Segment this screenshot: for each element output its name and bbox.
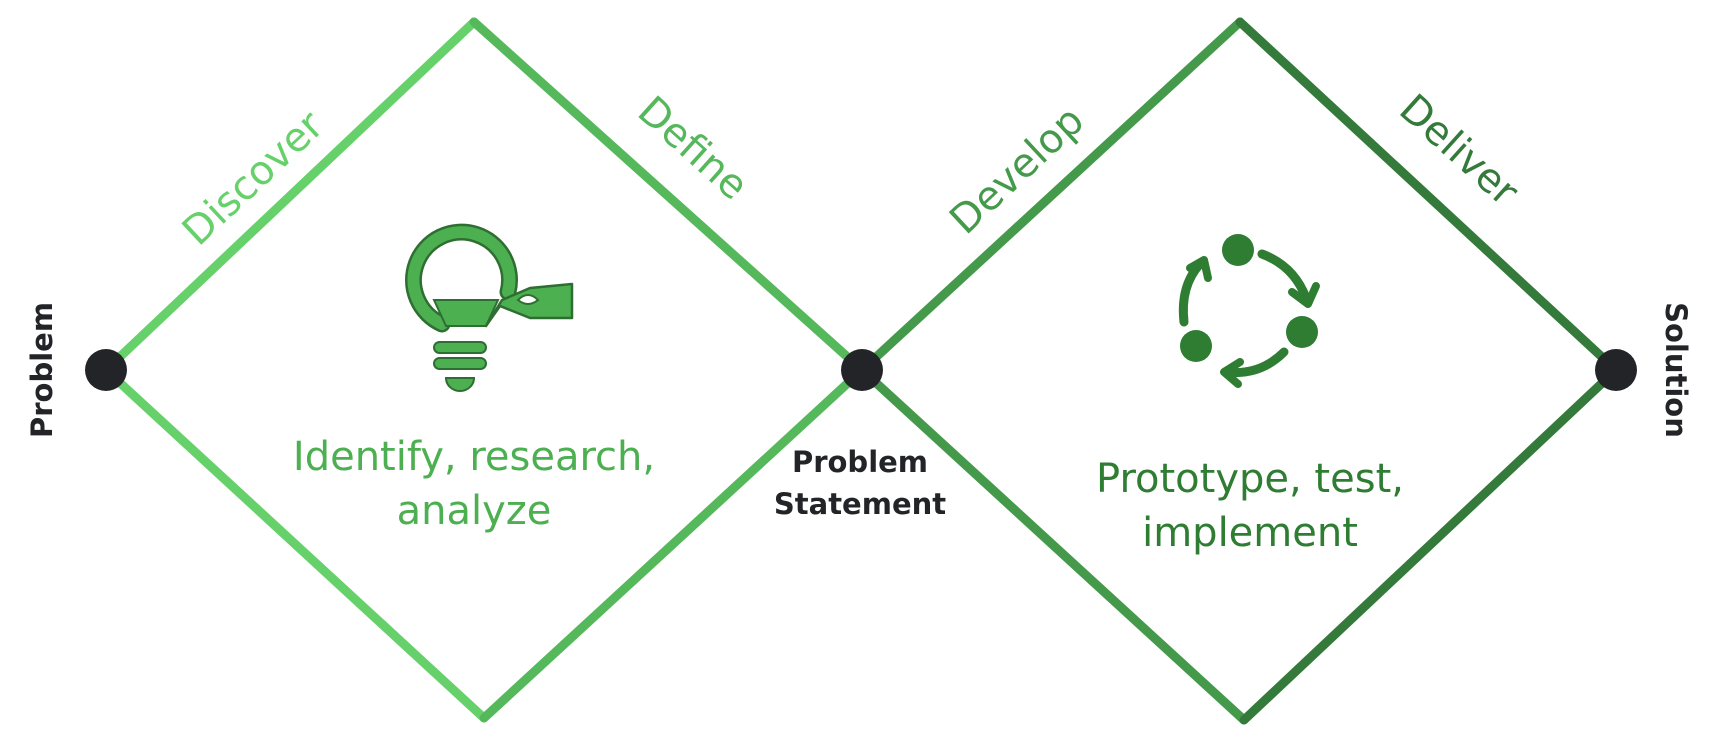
lightbulb-idea-icon [405,223,574,392]
second-diamond-text-line1: Prototype, test, [1096,456,1404,502]
problem-label: Problem [25,302,59,438]
problem-node [85,349,127,391]
solution-label: Solution [1659,302,1693,438]
phase-label-define: Define [629,88,757,210]
problem-statement-node [841,349,883,391]
problem-statement-label-line2: Statement [774,487,946,521]
deliver-edge-upper [1235,17,1621,375]
discover-edge-upper [101,17,479,375]
cycle-arrows-icon [1178,234,1320,388]
solution-node [1595,349,1637,391]
phase-label-deliver: Deliver [1390,86,1527,216]
define-edge-upper [469,17,867,375]
first-diamond-text-line2: analyze [397,488,552,534]
define-edge-lower [479,365,867,723]
problem-statement-label-line1: Problem [792,445,928,479]
deliver-edge-lower [1239,365,1621,725]
second-diamond-text-line2: implement [1142,510,1358,556]
first-diamond-text-line1: Identify, research, [293,434,655,480]
develop-edge-lower [857,365,1249,725]
develop-edge-upper [857,17,1245,375]
discover-edge-lower [101,365,489,723]
